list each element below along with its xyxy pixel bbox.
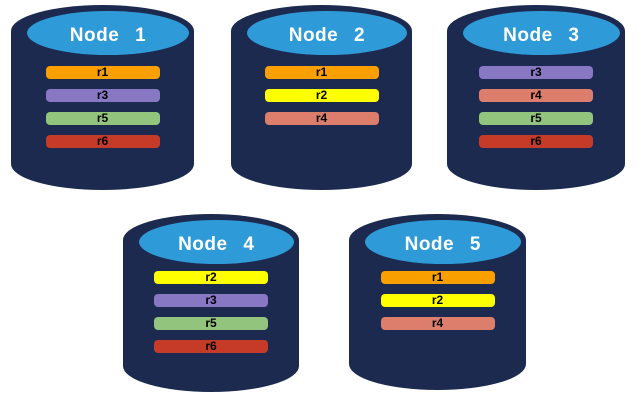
node-cylinder: Node 4 r2 r3 r5 r6 xyxy=(123,214,299,392)
replica-list: r1 r2 r4 xyxy=(231,66,412,135)
cylinder-top-ellipse: Node 5 xyxy=(364,220,521,264)
node-title: Node 3 xyxy=(503,25,580,46)
replica-bar: r1 xyxy=(45,66,160,79)
replica-bar: r6 xyxy=(45,135,160,148)
replica-bar: r4 xyxy=(479,89,593,102)
replica-bar: r2 xyxy=(380,294,495,307)
replica-bar: r3 xyxy=(45,89,160,102)
replica-list: r1 r3 r5 r6 xyxy=(11,66,194,158)
node-title: Node 2 xyxy=(288,25,366,46)
replica-bar: r3 xyxy=(154,294,268,307)
node-cylinder: Node 3 r3 r4 r5 r6 xyxy=(447,5,625,190)
replica-list: r1 r2 r4 xyxy=(349,271,526,340)
cylinder-top-ellipse: Node 3 xyxy=(463,11,620,55)
replica-bar: r4 xyxy=(380,317,495,330)
replica-bar: r4 xyxy=(264,112,379,125)
replica-list: r3 r4 r5 r6 xyxy=(447,66,625,158)
replica-bar: r6 xyxy=(479,135,593,148)
replica-bar: r6 xyxy=(154,340,268,353)
node-title: Node 4 xyxy=(178,234,255,255)
replica-bar: r1 xyxy=(264,66,379,79)
replica-bar: r1 xyxy=(380,271,495,284)
replica-bar: r5 xyxy=(154,317,268,330)
replica-bar: r2 xyxy=(154,271,268,284)
cylinder-top-ellipse: Node 2 xyxy=(247,11,407,55)
cylinder-top-ellipse: Node 1 xyxy=(27,11,189,55)
replica-bar: r2 xyxy=(264,89,379,102)
node-title: Node 5 xyxy=(404,234,481,255)
replica-list: r2 r3 r5 r6 xyxy=(123,271,299,363)
node-cylinder: Node 5 r1 r2 r4 xyxy=(349,214,526,390)
cylinder-top-ellipse: Node 4 xyxy=(138,220,294,264)
replica-bar: r5 xyxy=(45,112,160,125)
node-title: Node 1 xyxy=(69,25,147,46)
node-cylinder: Node 2 r1 r2 r4 xyxy=(231,5,412,190)
replica-bar: r5 xyxy=(479,112,593,125)
replica-bar: r3 xyxy=(479,66,593,79)
node-cylinder: Node 1 r1 r3 r5 r6 xyxy=(11,5,194,190)
